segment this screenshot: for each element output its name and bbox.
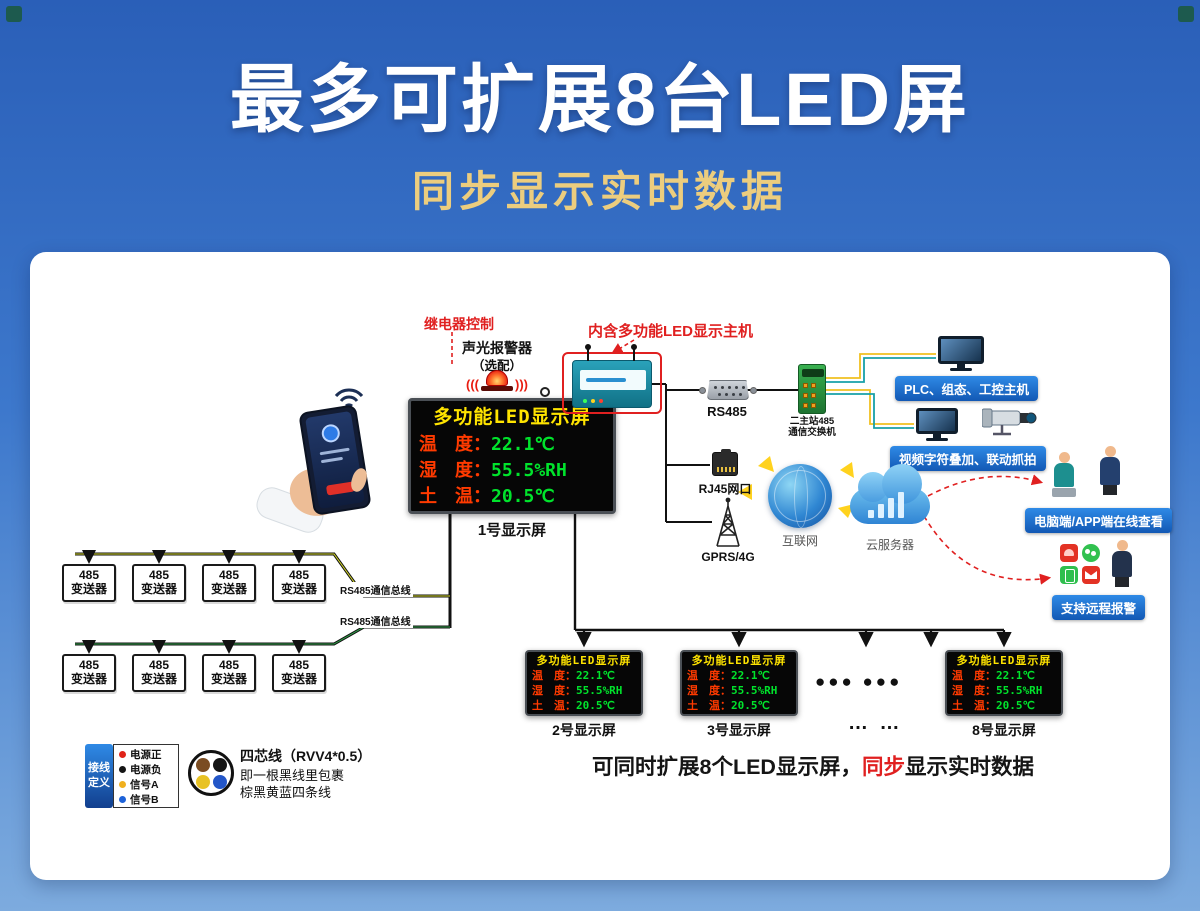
bus-label-1: RS485通信总线: [338, 582, 413, 597]
alarm-light-icon: [1060, 544, 1078, 562]
gprs-tower-icon: [710, 496, 746, 553]
led-screen-2: 多功能LED显示屏 温 度：22.1℃ 湿 度：55.5%RH 土 温：20.5…: [525, 650, 643, 716]
page-subtitle: 同步显示实时数据: [411, 168, 788, 215]
led-screen-1: 多功能LED显示屏 温 度：22.1℃ 湿 度：55.5%RH 土 温：20.5…: [408, 398, 616, 514]
video-feature-label: 视频字符叠加、联动抓拍: [890, 446, 1046, 471]
cloud-label: 云服务器: [865, 538, 914, 552]
wire-dot: [119, 766, 126, 773]
cable-note-line3: 棕黑黄蓝四条线: [240, 785, 332, 800]
cable-note-line1: 四芯线（RVV4*0.5）: [240, 748, 372, 764]
host-note: 内含多功能LED显示主机: [588, 323, 754, 340]
sound-wave-left: (((: [466, 377, 479, 392]
plc-feature-label: PLC、组态、工控主机: [895, 376, 1039, 401]
online-view-label: 电脑端/APP端在线查看: [1025, 508, 1173, 533]
bus-label-2: RS485通信总线: [338, 613, 413, 628]
footer-text-part2: 显示实时数据: [904, 755, 1034, 779]
footer-highlight: 同步: [861, 755, 905, 779]
gprs-label: GPRS/4G: [701, 550, 755, 564]
relay-control-note: 继电器控制: [424, 316, 494, 332]
led-screen-8: 多功能LED显示屏 温 度：22.1℃ 湿 度：55.5%RH 土 温：20.5…: [945, 650, 1063, 716]
ellipsis-screens: ●●● ●●●: [815, 672, 903, 691]
antenna-icon: [585, 344, 591, 361]
alarm-label: 声光报警器: [462, 340, 532, 356]
legend-title: 接线定义: [85, 744, 113, 808]
internet-label: 互联网: [781, 534, 818, 548]
cable-cross-section-icon: [188, 750, 234, 796]
person-standing-icon: [1100, 446, 1120, 495]
alarm-optional-label: （选配）: [472, 359, 523, 373]
hanging-ring: [540, 387, 550, 397]
internet-globe-icon: [768, 464, 832, 528]
screen2-caption: 2号显示屏: [552, 722, 616, 738]
mail-icon: [1082, 566, 1100, 584]
alarm-app-icons: [1060, 544, 1100, 584]
cable-note-line2: 即一根黑线里包裹: [240, 768, 345, 783]
screen3-caption: 3号显示屏: [707, 722, 771, 738]
video-monitor-icon: [916, 408, 958, 441]
wire-dot: [119, 781, 126, 788]
controller-device: [572, 344, 652, 408]
cctv-camera-icon: [981, 402, 1040, 445]
person-laptop-icon: [1052, 452, 1076, 497]
rs485-connector-icon: [698, 380, 758, 400]
led-title: 多功能LED显示屏: [433, 405, 591, 428]
footer-text-part1: 可同时扩展8个LED显示屏，: [592, 755, 862, 779]
rj45-label: RJ45网口: [698, 482, 752, 496]
alarm-beacon-icon: ((( ))): [466, 370, 528, 391]
remote-alarm-label: 支持远程报警: [1052, 595, 1146, 620]
legend-box: 电源正 电源负 信号A 信号B: [113, 744, 179, 808]
wechat-icon: [1082, 544, 1100, 562]
antenna-icon: [631, 344, 637, 361]
footer-text: 可同时扩展8个LED显示屏，同步显示实时数据: [592, 750, 1034, 781]
sound-wave-right: ))): [515, 377, 528, 392]
screen1-caption: 1号显示屏: [477, 522, 547, 539]
rj45-port-icon: [712, 449, 738, 476]
wire-dot: [119, 751, 126, 758]
person-alert-icon: [1112, 540, 1132, 587]
rs485-label: RS485: [707, 404, 747, 419]
phone-screen: [305, 410, 365, 510]
corner-logo-right: [1178, 6, 1194, 22]
led-screen-3: 多功能LED显示屏 温 度：22.1℃ 湿 度：55.5%RH 土 温：20.5…: [680, 650, 798, 716]
phone-call-icon: [1060, 566, 1078, 584]
rs485-switch-device: [798, 364, 826, 414]
wire-dot: [119, 796, 126, 803]
page-title: 最多可扩展8台LED屏: [229, 58, 971, 141]
corner-logo-left: [6, 6, 22, 22]
plc-monitor-icon: [938, 336, 984, 371]
app-logo-icon: [320, 423, 342, 444]
cloud-server-icon: [850, 464, 930, 524]
ellipsis-captions: … …: [848, 712, 903, 734]
screen8-caption: 8号显示屏: [972, 722, 1036, 738]
switch-label: 二主站485 通信交换机: [788, 416, 836, 439]
